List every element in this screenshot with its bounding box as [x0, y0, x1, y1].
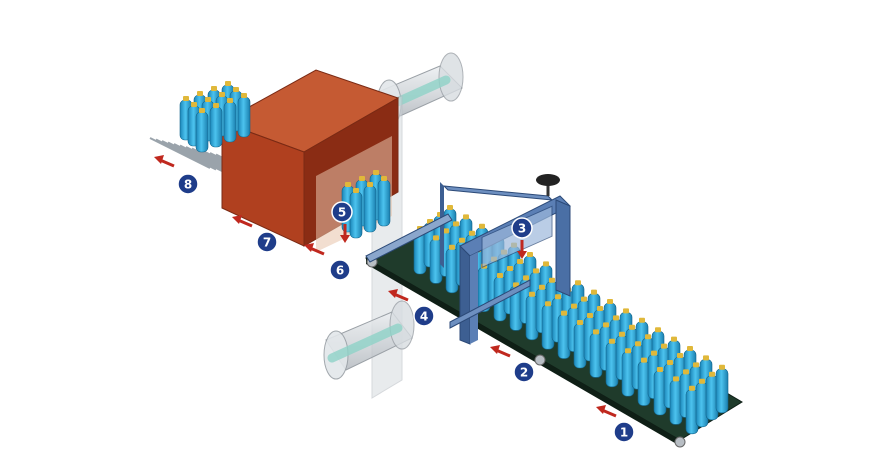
- bottle: [637, 357, 651, 406]
- bottle: [557, 310, 571, 359]
- flow-direction-arrows: [154, 155, 617, 418]
- bottle: [605, 338, 619, 388]
- arrow-left-icon: [388, 289, 409, 302]
- bottle-pack-in-tunnel: [341, 170, 391, 239]
- bottle: [237, 93, 251, 138]
- step-badge-7: 7: [256, 231, 278, 253]
- step-badge-3: 3: [511, 217, 533, 239]
- bottle: [685, 385, 699, 435]
- step-badge-label: 5: [338, 206, 346, 220]
- step-badge-circle: [177, 173, 199, 195]
- bottle: [429, 235, 443, 284]
- lower-film-roll: [323, 300, 415, 380]
- step-badge-circle: [256, 231, 278, 253]
- step-badge-6: 6: [329, 259, 351, 281]
- bottle: [541, 301, 555, 350]
- wrapped-bottle-pack-output: [179, 81, 251, 153]
- bottle: [525, 291, 539, 341]
- roller-bar: [149, 137, 211, 169]
- bottle: [363, 182, 377, 233]
- roller-bar: [161, 140, 223, 172]
- step-badge-1: 1: [613, 421, 635, 443]
- roller-bar: [167, 141, 229, 174]
- step-badge-2: 2: [513, 361, 535, 383]
- arrow-left-icon: [340, 224, 350, 243]
- bottle: [377, 176, 391, 227]
- bottle: [349, 188, 363, 239]
- step-badge-label: 3: [518, 222, 526, 236]
- step-badge-8: 8: [177, 173, 199, 195]
- step-badge-circle: [331, 201, 353, 223]
- arrow-left-icon: [596, 405, 617, 418]
- arrow-left-icon: [232, 215, 253, 228]
- step-badge-circle: [329, 259, 351, 281]
- step-badge-label: 4: [420, 310, 428, 324]
- step-badge-circle: [613, 421, 635, 443]
- roller-bar: [155, 138, 217, 171]
- arrow-left-icon: [517, 240, 527, 259]
- bottle: [445, 244, 459, 294]
- bottle: [223, 98, 237, 143]
- bottle: [195, 108, 209, 153]
- step-badge-label: 7: [263, 236, 271, 250]
- arrow-left-icon: [154, 155, 175, 168]
- bottle: [695, 378, 709, 428]
- step-badge-label: 2: [520, 366, 528, 380]
- handwheel-icon: [536, 174, 560, 186]
- step-badge-4: 4: [413, 305, 435, 327]
- bottle: [715, 364, 729, 414]
- step-badge-label: 8: [184, 178, 192, 192]
- bottle: [209, 103, 223, 148]
- step-badge-label: 6: [336, 264, 344, 278]
- process-step-badges: 1 2 3 4 5 6 7 8: [177, 173, 635, 443]
- step-badge-5: 5: [331, 201, 353, 223]
- arrow-left-icon: [490, 345, 511, 358]
- step-badge-circle: [511, 217, 533, 239]
- step-badge-circle: [513, 361, 535, 383]
- bottle: [653, 367, 667, 416]
- bottle: [573, 320, 587, 369]
- step-badge-label: 1: [620, 426, 628, 440]
- arrow-left-icon: [304, 243, 325, 256]
- step-badge-circle: [413, 305, 435, 327]
